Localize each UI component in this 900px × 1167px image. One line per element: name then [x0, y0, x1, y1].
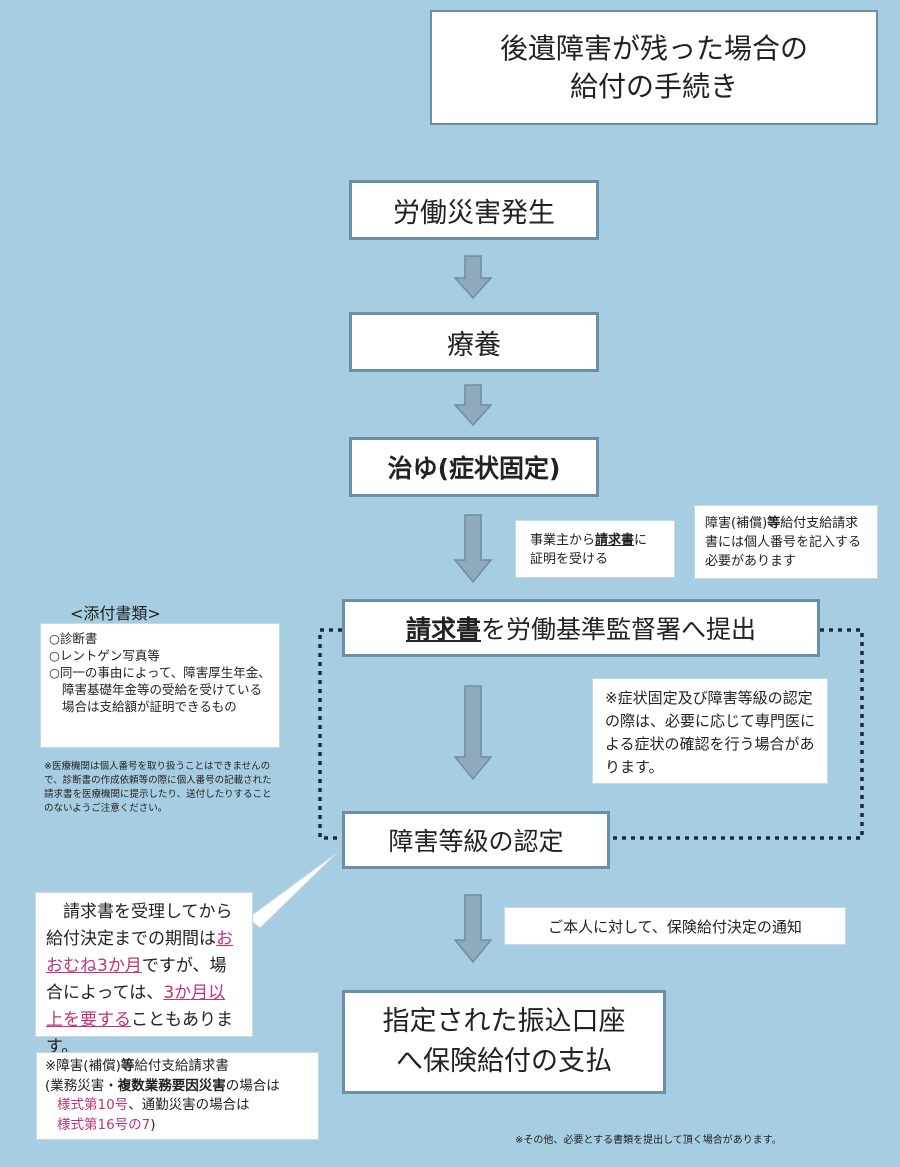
- mynumber-note: 障害(補償)等給付支給請求書には個人番号を記入する必要があります: [694, 505, 878, 579]
- mynumber-footnote: ※医療機関は個人番号を取り扱うことはできませんので、診断書の作成依頼等の際に個人…: [44, 761, 272, 814]
- attachment-item: ○診断書: [49, 631, 98, 646]
- attachments-header: <添付書類>: [70, 604, 161, 623]
- step-certification: 障害等級の認定: [342, 811, 610, 869]
- specialist-note: ※症状固定及び障害等級の認定の際は、必要に応じて専門医による症状の確認を行う場合…: [592, 678, 828, 784]
- arrow-down-icon: [453, 894, 493, 964]
- step-submit: 請求書を労働基準監督署へ提出: [342, 599, 820, 657]
- step-occurrence: 労働災害発生: [349, 180, 599, 240]
- step-cure: 治ゆ(症状固定): [349, 437, 599, 497]
- form-number-work: 様式第10号: [57, 1097, 129, 1113]
- step-occurrence-label: 労働災害発生: [393, 197, 555, 229]
- step-treatment-label: 療養: [447, 329, 501, 361]
- notification-note: ご本人に対して、保険給付決定の通知: [504, 907, 846, 945]
- title-line1: 後遺障害が残った場合の: [499, 31, 808, 65]
- period-longer: 3か月以上を要する: [46, 983, 226, 1030]
- step-cure-label: 治ゆ(症状固定): [387, 454, 561, 483]
- arrow-down-icon: [453, 685, 493, 781]
- specialist-note-text: ※症状固定及び障害等級の認定の際は、必要に応じて専門医による症状の確認を行う場合…: [605, 689, 816, 776]
- callout-pointer: [247, 851, 339, 929]
- attachments-box: ○診断書 ○レントゲン写真等 ○同一の事由によって、障害厚生年金、障害基礎年金等…: [40, 623, 280, 748]
- attachment-item: ○レントゲン写真等: [49, 648, 160, 663]
- employer-cert-note: 事業主から請求書に 証明を受ける: [515, 520, 675, 578]
- step-submit-label: を労働基準監督署へ提出: [481, 615, 757, 644]
- period-typical: おおむね3か月: [46, 929, 233, 976]
- step-payment: 指定された振込口座 へ保険給付の支払: [342, 990, 666, 1094]
- step-treatment: 療養: [349, 312, 599, 372]
- step-payment-line1: 指定された振込口座: [382, 1006, 626, 1037]
- form-number-note: ※障害(補償)等給付支給請求書 (業務災害・複数業務要因災害の場合は 様式第10…: [36, 1052, 319, 1140]
- arrow-down-icon: [453, 514, 493, 584]
- form-number-commute: 様式第16号の7: [57, 1116, 151, 1133]
- notification-text: ご本人に対して、保険給付決定の通知: [548, 917, 802, 936]
- step-payment-line2: へ保険給付の支払: [396, 1046, 612, 1077]
- title-line2: 給付の手続き: [569, 69, 738, 103]
- closing-note: ※その他、必要とする書類を提出して頂く場合があります。: [515, 1135, 782, 1146]
- arrow-down-icon: [453, 255, 493, 300]
- attachment-item: ○同一の事由によって、障害厚生年金、障害基礎年金等の受給を受けている場合は支給額…: [49, 665, 271, 714]
- processing-period-callout: 請求書を受理してから給付決定までの期間はおおむね3か月ですが、場合によっては、3…: [35, 892, 253, 1057]
- step-certification-label: 障害等級の認定: [388, 827, 564, 856]
- dotted-bracket-left: [318, 628, 342, 840]
- title-box: 後遺障害が残った場合の 給付の手続き: [430, 10, 878, 125]
- arrow-down-icon: [453, 384, 493, 427]
- claim-form-link: 請求書: [405, 615, 481, 644]
